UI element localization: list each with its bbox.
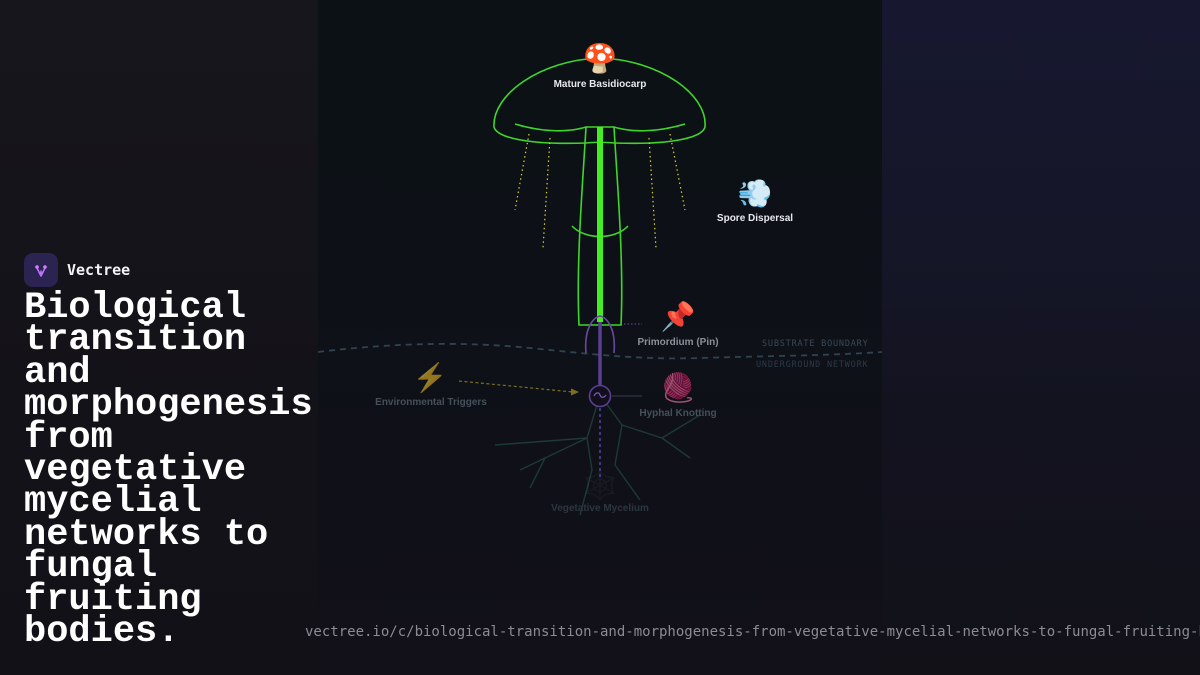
basidiocarp-label: Mature Basidiocarp [553, 79, 647, 90]
yarn-ball-icon: 🧶 [660, 372, 696, 403]
brand-name: Vectree [67, 261, 131, 279]
spore-dispersal-icon: 💨 [737, 178, 773, 209]
trigger-arrowhead [571, 388, 579, 396]
spider-web-icon: 🕸️ [582, 470, 618, 501]
brand[interactable]: Vectree [24, 253, 130, 287]
vegetative-mycelium-label: Vegetative Mycelium [551, 503, 649, 514]
hyphal-knot-squiggle [593, 392, 607, 398]
mushroom-icon: 🍄 [582, 43, 618, 74]
primordium-label: Primordium (Pin) [637, 337, 719, 348]
mycelium-network [494, 394, 701, 516]
left-panel-background [0, 0, 318, 675]
environmental-triggers-label: Environmental Triggers [375, 397, 487, 408]
spore-dispersal-label: Spore Dispersal [716, 213, 794, 224]
right-panel-background [882, 0, 1200, 675]
page-url[interactable]: vectree.io/c/biological-transition-and-m… [305, 624, 1200, 640]
lightning-icon: ⚡ [412, 362, 448, 393]
substrate-boundary-label: SUBSTRATE BOUNDARY [762, 339, 869, 349]
spore-trails [514, 133, 686, 249]
substrate-boundary-line [317, 343, 883, 360]
page-title: Biological transition and morphogenesis … [24, 287, 313, 654]
hyphal-knotting-label: Hyphal Knotting [639, 408, 717, 419]
trigger-arrow-line [458, 380, 574, 393]
vectree-logo-icon [24, 253, 58, 287]
pushpin-icon: 📌 [660, 301, 696, 332]
mushroom-cap [493, 57, 706, 145]
underground-network-label: UNDERGROUND NETWORK [756, 360, 869, 370]
primordium-pin-shape [584, 315, 616, 354]
